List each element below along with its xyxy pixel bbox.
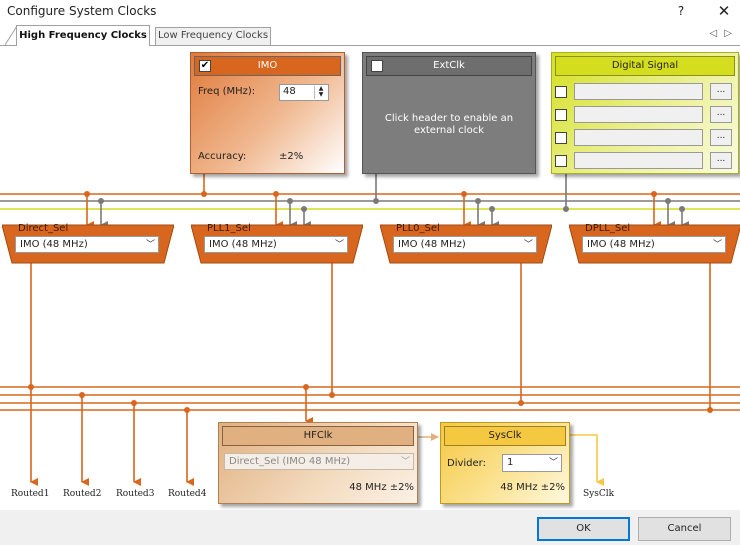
- sysclk-freq: 48 MHz ±2%: [500, 482, 565, 493]
- extclk-message-line2: external clock: [413, 125, 484, 136]
- digital-signal-field-4[interactable]: [574, 152, 703, 169]
- mux-dpll-sel: DPLL_Sel IMO (48 MHz) ﹀: [569, 223, 740, 265]
- freq-spinner-icon[interactable]: ▲▼: [314, 86, 327, 99]
- hfclk-header: HFClk: [222, 426, 414, 446]
- sysclk-divider-value: 1: [507, 457, 514, 468]
- extclk-header[interactable]: ExtClk: [366, 56, 532, 76]
- extclk-panel: ExtClk Click header to enable an externa…: [362, 52, 536, 174]
- tab-high-frequency-clocks[interactable]: High Frequency Clocks: [16, 25, 150, 46]
- ok-button[interactable]: OK: [537, 517, 630, 541]
- window-title: Configure System Clocks: [7, 4, 157, 18]
- chevron-down-icon: ﹀: [523, 240, 533, 250]
- routed-label-2: Routed2: [63, 489, 102, 499]
- imo-enable-checkbox[interactable]: ✔: [199, 60, 211, 72]
- direct-sel-dropdown[interactable]: IMO (48 MHz) ﹀: [15, 236, 159, 253]
- sysclk-title: SysClk: [488, 430, 522, 441]
- digital-signal-browse-1[interactable]: ...: [710, 83, 732, 100]
- imo-accuracy-value: ±2%: [279, 151, 304, 162]
- digital-signal-checkbox-4[interactable]: [555, 155, 567, 167]
- hfclk-source-value: Direct_Sel (IMO 48 MHz): [229, 456, 351, 467]
- tab-low-frequency-clocks[interactable]: Low Frequency Clocks: [155, 27, 271, 45]
- digital-signal-checkbox-1[interactable]: [555, 86, 567, 98]
- sysclk-divider-label: Divider:: [447, 458, 486, 469]
- dpll-sel-dropdown[interactable]: IMO (48 MHz) ﹀: [582, 236, 726, 253]
- direct-sel-value: IMO (48 MHz): [20, 239, 88, 250]
- pll1-sel-value: IMO (48 MHz): [209, 239, 277, 250]
- hfclk-source-dropdown[interactable]: Direct_Sel (IMO 48 MHz) ﹀: [224, 453, 414, 470]
- mux-title: DPLL_Sel: [585, 223, 631, 234]
- routed-label-1: Routed1: [11, 489, 50, 499]
- mux-pll0-sel: PLL0_Sel IMO (48 MHz) ﹀: [380, 223, 552, 265]
- extclk-enable-checkbox[interactable]: [371, 60, 383, 72]
- hfclk-freq: 48 MHz ±2%: [349, 482, 414, 493]
- hfclk-panel: HFClk Direct_Sel (IMO 48 MHz) ﹀ 48 MHz ±2…: [218, 422, 418, 504]
- chevron-down-icon: ﹀: [400, 457, 410, 467]
- digital-signal-browse-4[interactable]: ...: [710, 152, 732, 169]
- imo-freq-value: 48: [283, 86, 296, 97]
- mux-title: PLL0_Sel: [396, 223, 440, 234]
- imo-panel: ✔ IMO Freq (MHz): 48 ▲▼ Accuracy: ±2%: [190, 52, 345, 174]
- digital-signal-checkbox-3[interactable]: [555, 132, 567, 144]
- digital-signal-field-2[interactable]: [574, 106, 703, 123]
- dialog-button-bar: OK Cancel: [0, 510, 740, 545]
- help-button[interactable]: ?: [677, 4, 685, 18]
- imo-title: IMO: [257, 60, 278, 71]
- cancel-button[interactable]: Cancel: [638, 517, 731, 541]
- extclk-title: ExtClk: [433, 60, 465, 71]
- routed-label-4: Routed4: [168, 489, 207, 499]
- mux-title: PLL1_Sel: [207, 223, 251, 234]
- imo-header[interactable]: ✔ IMO: [194, 56, 341, 76]
- digital-signal-field-3[interactable]: [574, 129, 703, 146]
- digital-signal-field-1[interactable]: [574, 83, 703, 100]
- mux-pll1-sel: PLL1_Sel IMO (48 MHz) ﹀: [191, 223, 363, 265]
- mux-direct-sel: Direct_Sel IMO (48 MHz) ﹀: [2, 223, 174, 265]
- pll1-sel-dropdown[interactable]: IMO (48 MHz) ﹀: [204, 236, 348, 253]
- chevron-down-icon: ﹀: [145, 240, 155, 250]
- sysclk-divider-dropdown[interactable]: 1﹀: [502, 454, 562, 472]
- tab-corner: [4, 25, 18, 46]
- imo-freq-input[interactable]: 48 ▲▼: [279, 84, 329, 101]
- title-bar: Configure System Clocks ? ✕: [0, 0, 740, 24]
- chevron-down-icon: ﹀: [712, 240, 722, 250]
- extclk-message-line1: Click header to enable an: [384, 113, 514, 124]
- pll0-sel-dropdown[interactable]: IMO (48 MHz) ﹀: [393, 236, 537, 253]
- tab-strip: High Frequency Clocks Low Frequency Cloc…: [0, 25, 740, 46]
- digital-signal-title: Digital Signal: [611, 60, 679, 71]
- digital-signal-browse-2[interactable]: ...: [710, 106, 732, 123]
- chevron-down-icon: ﹀: [548, 458, 558, 468]
- mux-title: Direct_Sel: [18, 223, 69, 234]
- sysclk-panel: SysClk Divider: 1﹀ 48 MHz ±2%: [440, 422, 570, 504]
- clock-wires: [0, 171, 740, 486]
- sysclk-output-label: SysClk: [583, 489, 615, 499]
- tab-scroll-arrows[interactable]: ◁ ▷: [709, 28, 734, 39]
- chevron-down-icon: ﹀: [334, 240, 344, 250]
- close-icon[interactable]: ✕: [717, 2, 731, 20]
- imo-freq-label: Freq (MHz):: [198, 86, 256, 97]
- digital-signal-checkbox-2[interactable]: [555, 109, 567, 121]
- sysclk-header: SysClk: [444, 426, 566, 446]
- clock-diagram-canvas: ✔ IMO Freq (MHz): 48 ▲▼ Accuracy: ±2% Ex…: [0, 45, 740, 510]
- digital-signal-browse-3[interactable]: ...: [710, 129, 732, 146]
- hfclk-title: HFClk: [303, 430, 333, 441]
- pll0-sel-value: IMO (48 MHz): [398, 239, 466, 250]
- imo-accuracy-label: Accuracy:: [198, 151, 247, 162]
- routed-label-3: Routed3: [116, 489, 155, 499]
- dpll-sel-value: IMO (48 MHz): [587, 239, 655, 250]
- digital-signal-panel: Digital Signal ... ... ... ...: [551, 52, 739, 174]
- digital-signal-header: Digital Signal: [555, 56, 735, 76]
